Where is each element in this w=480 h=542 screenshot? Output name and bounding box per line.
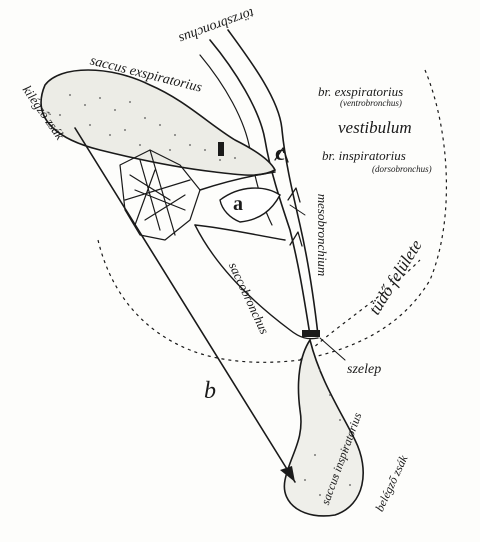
label-br-exspiratorius: br. exspiratorius — [318, 84, 403, 99]
label-tudo-felulete: tüdő felülete — [365, 236, 426, 318]
label-ventrobronchus: (ventrobronchus) — [340, 98, 402, 108]
label-a: a — [233, 193, 243, 215]
label-torzsbronchus: törzsbronchus — [176, 5, 256, 46]
label-saccobronchus: saccobronchus — [226, 260, 272, 337]
label-belegzo-zsak: belégző zsák — [372, 452, 410, 513]
label-br-inspiratorius: br. inspiratorius — [322, 148, 406, 163]
label-mesobronchium: mesobronchium — [315, 194, 330, 277]
label-b: b — [204, 378, 216, 404]
label-c: c — [275, 140, 285, 165]
label-dorsobronchus: (dorsobronchus) — [372, 164, 432, 174]
label-vestibulum: vestibulum — [338, 118, 412, 137]
branch-lower — [195, 225, 285, 240]
label-szelep: szelep — [347, 362, 381, 377]
saccus-exspiratorius-bag — [41, 70, 275, 175]
space-a — [220, 188, 280, 222]
valve-mark-upper — [218, 142, 224, 156]
valve-szelep — [302, 330, 320, 337]
